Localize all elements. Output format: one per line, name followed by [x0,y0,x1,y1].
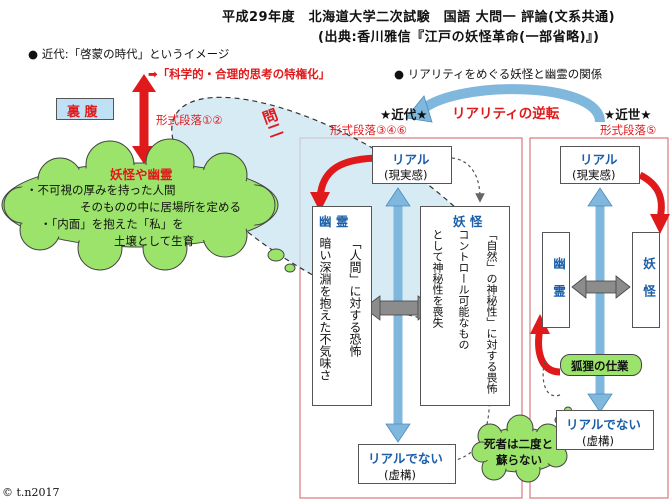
kinsei-paragraph: 形式段落⑤ [600,123,657,137]
kindai-yurei-col1: 暗い深淵を抱えた不気味さ [318,237,332,381]
kindai-yokai-col3: として神秘性を喪失 [431,229,444,328]
kindai-frame [299,137,523,499]
bubble-line3: ・「内面」を抱えた「私」を [40,217,184,231]
kindai-real-box: リアル (現実感) [372,146,452,184]
reversal-arrow [416,84,605,124]
kinsei-real-sub: (現実感) [572,168,616,182]
bubble-line2: そのものの中に居場所を定める [80,200,241,214]
reality-relation-label: ● リアリティをめぐる妖怪と幽霊の関係 [394,67,603,81]
kinsei-unreal-box: リアルでない (虚構) [556,410,654,450]
kinsei-yokai-box: 妖 怪 [632,232,660,328]
kindai-dash-curve [451,157,485,203]
kindai-red-curve [316,154,383,199]
kindai-image-label: ● 近代:「啓蒙の時代」というイメージ [28,47,230,61]
kinsei-real-title: リアル [580,152,618,167]
kinsei-yurei-label: 幽 霊 [551,257,566,297]
bubble-title: 妖怪や幽霊 [110,167,173,182]
kindai-yokai-col2: コントロール可能なもの [457,229,470,350]
kinsei-dash-curve [542,359,561,397]
kindai-yokai-col1: 「自然」の神秘性」に対する畏怖 [485,229,498,394]
kindai-yokai-box: 妖 怪 「自然」の神秘性」に対する畏怖 コントロール可能なもの として神秘性を喪… [420,206,510,406]
reversal-label: リアリティの逆転 [452,106,560,122]
kinsei-unreal-sub: (虚構) [582,434,614,448]
header-line1: 平成29年度 北海道大学二次試験 国語 大問一 評論(文系共通) [222,10,616,25]
kindai-unreal-sub: (虚構) [384,468,416,482]
kinsei-frame [529,137,669,499]
kindai-yurei-box: 幽 霊 暗い深淵を抱えた不気味さ 「人間」に対する恐怖 [312,206,372,406]
ura-box: 裏 腹 [56,98,114,120]
kinsei-yurei-box: 幽 霊 [542,232,570,328]
kindai-real-title: リアル [392,152,430,167]
kindai-paragraph: 形式段落③④⑥ [330,123,407,137]
kinsei-bubble-line1: 死者は二度と [484,437,553,451]
kinsei-bubble-line2: 蘇らない [496,453,542,467]
kinsei-title: ★近世★ [604,107,652,122]
paragraph-label-left: 形式段落①② [156,113,223,127]
kindai-gray-arrow [377,300,421,316]
bubble-line4: 土壌として生育 [114,234,195,248]
kindai-yokai-label: 妖 怪 [453,214,483,229]
kindai-real-sub: (現実感) [384,168,428,182]
kinsei-red-curve-bottom [535,327,561,376]
kindai-unreal-box: リアルでない (虚構) [358,444,456,484]
bubble-line1: ・不可視の厚みを持った人間 [26,183,176,197]
kinsei-red-curve-top [638,171,665,219]
kinsei-yokai-label: 妖 怪 [641,257,656,297]
kinsei-gray-arrow [583,280,619,294]
header-line2: (出典:香川雅信『江戸の妖怪革命(一部省略)』) [318,30,600,45]
kindai-title: ★近代★ [380,107,428,122]
kindai-yurei-col2: 「人間」に対する恐怖 [348,237,362,357]
kindai-unreal-title: リアルでない [368,451,443,466]
kindai-yurei-label: 幽 霊 [319,214,349,229]
copyright: © t.n2017 [2,486,60,499]
kori-box: 狐狸の仕業 [560,354,642,376]
ura-arrow-up [132,74,156,92]
kinsei-unreal-title: リアルでない [566,417,641,432]
ura-label: 裏 腹 [67,105,98,120]
privilege-label: ➡「科学的・合理的思考の特権化」 [148,67,331,81]
kori-label: 狐狸の仕業 [571,359,629,373]
kinsei-real-box: リアル (現実感) [560,146,640,184]
